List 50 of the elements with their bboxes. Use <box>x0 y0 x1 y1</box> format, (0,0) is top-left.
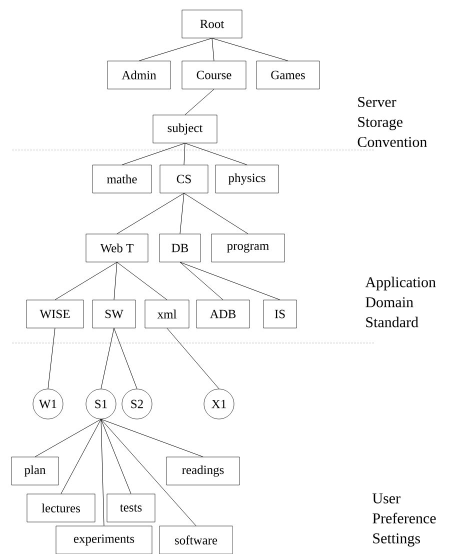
connector-line <box>54 262 118 300</box>
connector-line <box>34 418 102 458</box>
node-box: program <box>211 234 285 262</box>
section-label: User Preference Settings <box>372 493 436 547</box>
connector-line <box>212 38 288 62</box>
connector-line <box>48 328 56 390</box>
node-box: experiments <box>56 526 152 554</box>
connector-line <box>166 328 220 390</box>
connector-line <box>122 142 186 166</box>
node-box: CS <box>160 164 208 194</box>
node-box: xml <box>144 300 190 328</box>
connector-line <box>100 418 196 526</box>
node-box: SW <box>92 300 136 328</box>
connector-line <box>100 418 132 494</box>
node-box: physics <box>215 164 279 194</box>
section-label: Server Storage Convention <box>358 96 427 148</box>
connector-line <box>114 328 138 390</box>
connector-line <box>100 328 114 390</box>
node-box: Games <box>256 60 320 90</box>
connector-line <box>100 418 104 526</box>
connector-line <box>100 418 204 458</box>
node-box: readings <box>166 456 240 486</box>
node-box: lectures <box>26 494 96 522</box>
node-box: DB <box>159 234 201 262</box>
connector-line <box>180 262 224 300</box>
node-box: Root <box>182 10 242 38</box>
node-box: software <box>159 526 233 554</box>
node-box: Admin <box>107 60 171 90</box>
connector-line <box>184 142 248 166</box>
connector-line <box>180 192 184 234</box>
node-box: tests <box>106 494 156 522</box>
node-box: WISE <box>26 300 84 328</box>
connector-line <box>212 38 214 62</box>
connector-line <box>138 38 212 62</box>
connector-line <box>116 192 184 234</box>
node-box: ADB <box>196 300 250 328</box>
node-box: plan <box>11 456 59 486</box>
connector-line <box>184 192 248 234</box>
connector-line <box>114 262 118 300</box>
connector-line <box>60 418 102 494</box>
node-box: Course <box>182 60 246 90</box>
node-box: mathe <box>92 164 152 194</box>
node-box: IS <box>263 300 297 328</box>
connector-line <box>180 262 280 300</box>
node-box: Web T <box>86 234 148 262</box>
connector-line <box>184 142 186 166</box>
node-box: subject <box>152 114 218 144</box>
section-label: Application Domain Standard <box>365 276 436 328</box>
connector-line <box>184 88 214 116</box>
connector-line <box>116 262 168 300</box>
